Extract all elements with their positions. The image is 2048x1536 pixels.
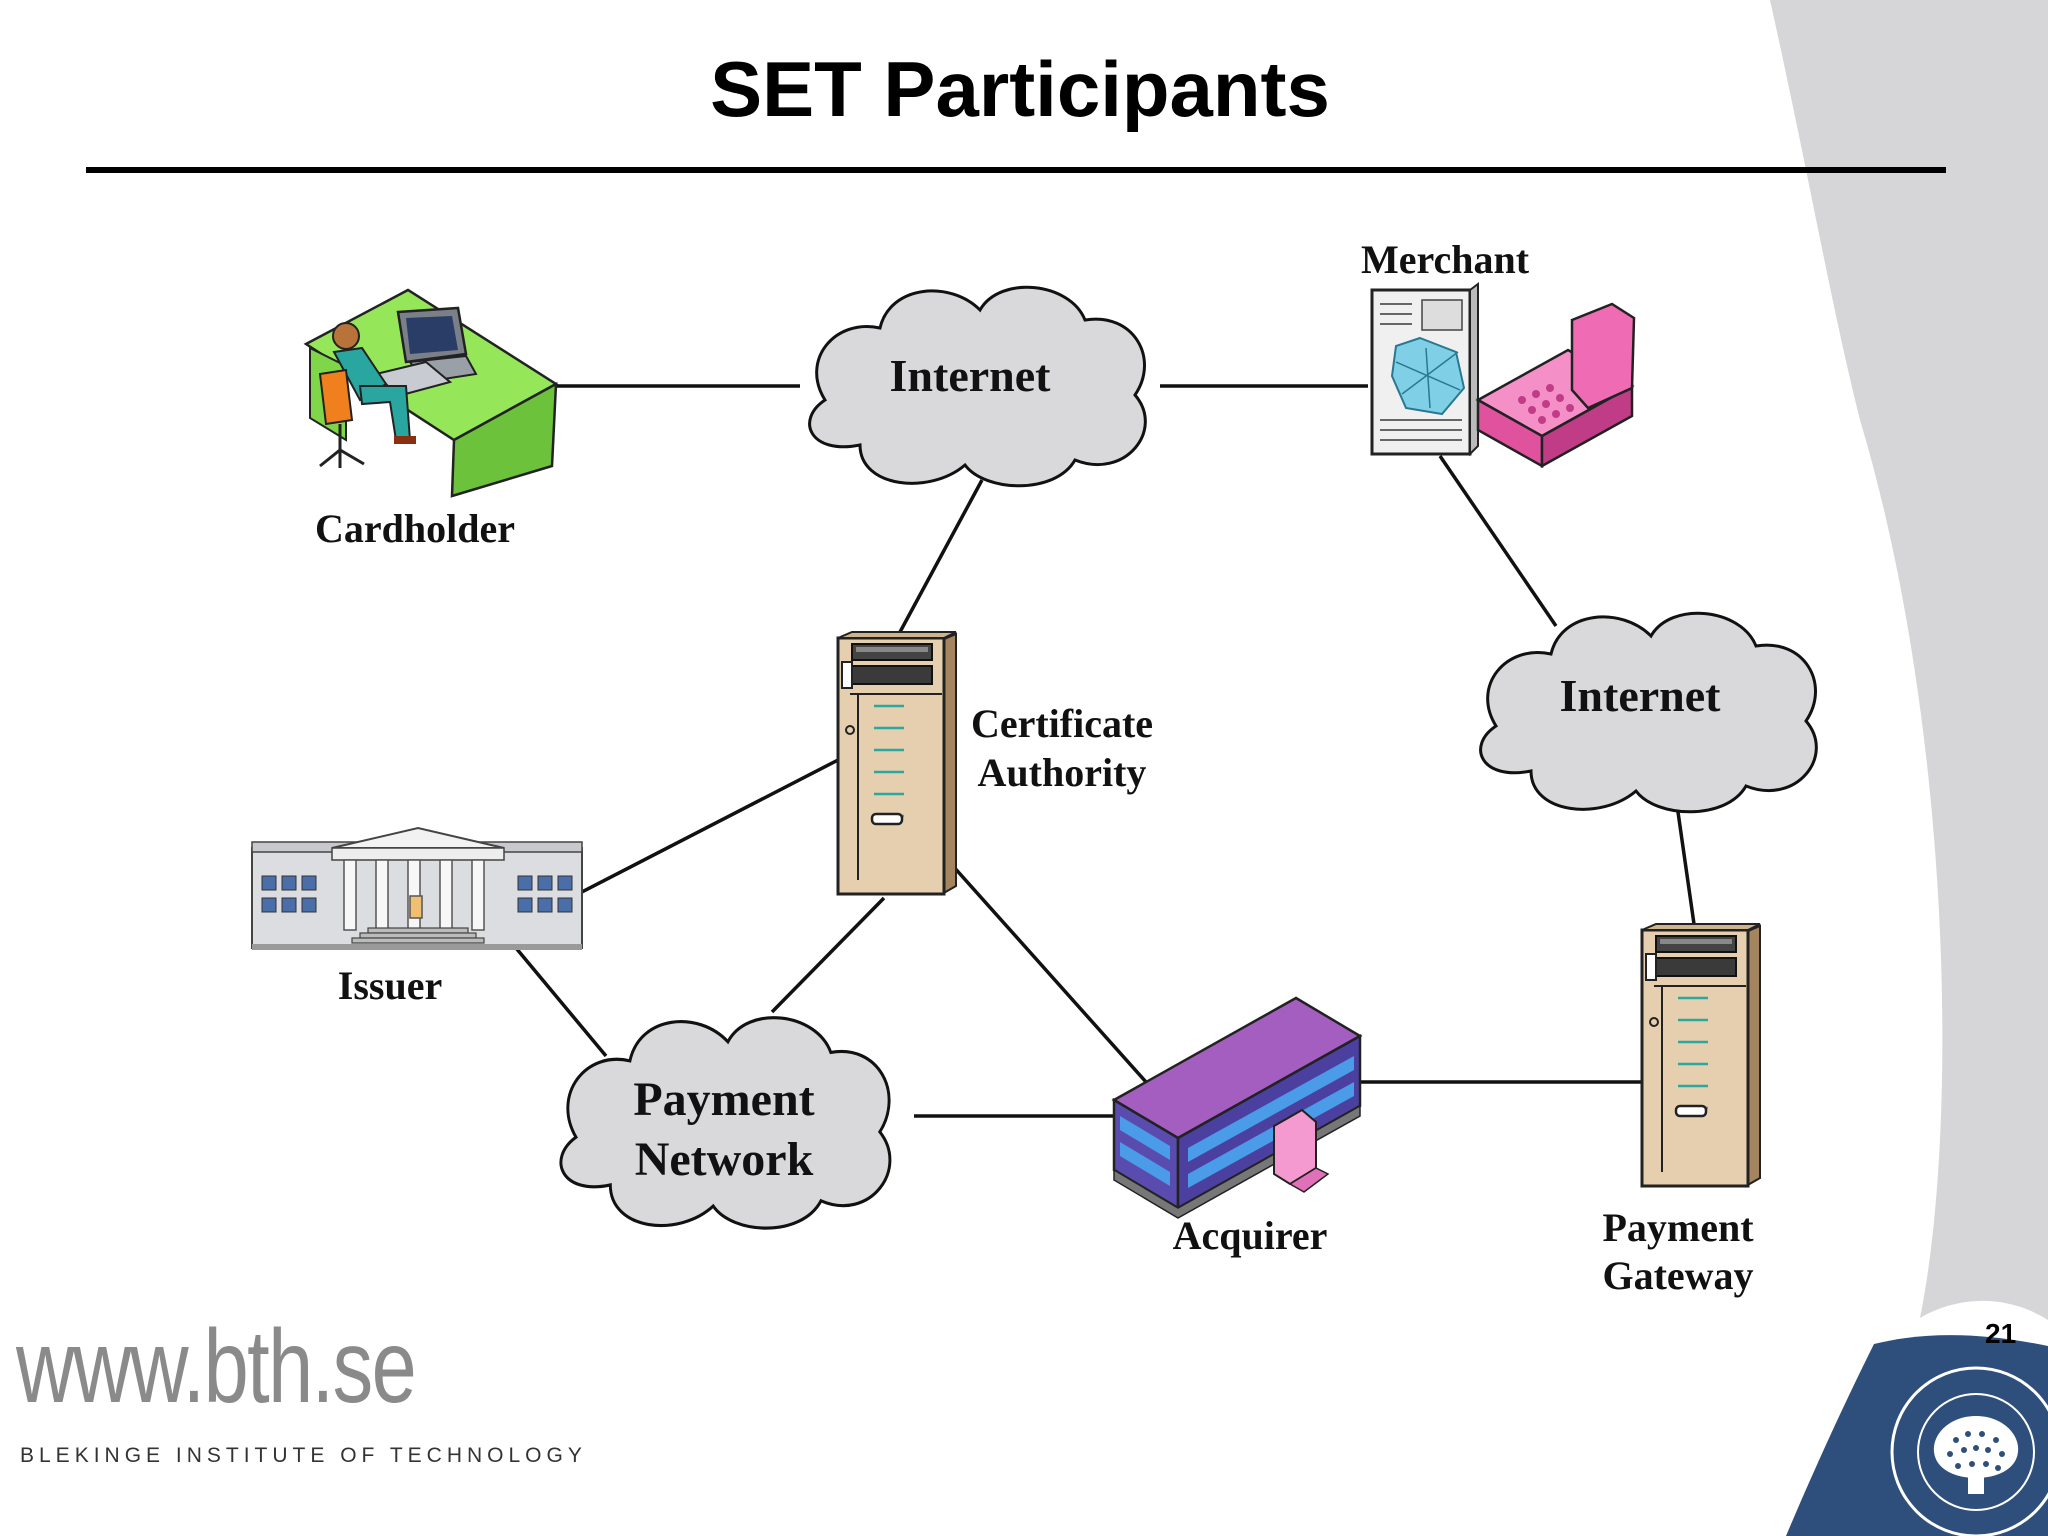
certificate-authority-line2: Authority <box>977 749 1147 795</box>
bth-seal-logo <box>1786 1335 2048 1536</box>
payment-gateway-line2: Gateway <box>1602 1253 1754 1298</box>
edge-ca-issuer <box>577 758 839 896</box>
payment-gateway-line1: Payment <box>1602 1205 1754 1250</box>
payment-network-line2: Network <box>634 1132 814 1186</box>
issuer-label: Issuer <box>337 963 443 1008</box>
merchant-register-icon <box>1370 282 1636 469</box>
payment-gateway-label: Payment Gateway <box>1568 1204 1788 1300</box>
server-tower-icon <box>1640 922 1762 1188</box>
certificate-authority-label: Certificate Authority <box>950 700 1174 798</box>
title-divider <box>86 167 1946 173</box>
acquirer-label: Acquirer <box>1172 1213 1328 1258</box>
internet-right-label: Internet <box>1559 670 1721 721</box>
edge-issuer-paymentnet <box>514 946 608 1058</box>
edge-ca-paymentnet <box>770 896 886 1014</box>
page-number: 21 <box>1985 1318 2017 1349</box>
connections <box>514 384 1696 1118</box>
payment-network-line1: Payment <box>633 1073 815 1126</box>
institute-name: BLEKINGE INSTITUTE OF TECHNOLOGY <box>20 1444 587 1467</box>
edge-ca-acquirer <box>942 854 1148 1084</box>
certificate-authority-line1: Certificate <box>970 701 1154 746</box>
brand-url: www.bth.se <box>16 1309 417 1425</box>
office-building-icon <box>1111 996 1363 1219</box>
cardholder-desk-icon <box>303 288 559 498</box>
cardholder-label: Cardholder <box>315 506 515 551</box>
merchant-label: Merchant <box>1360 237 1530 282</box>
bank-building-icon <box>251 826 583 950</box>
edge-merchant-internet <box>1438 455 1558 627</box>
background-swoosh <box>1770 0 2048 1320</box>
payment-network-label: Payment Network <box>604 1070 844 1189</box>
server-tower-icon <box>836 630 958 896</box>
edge-internet-gateway <box>1674 797 1696 925</box>
edge-internet-ca <box>898 479 984 633</box>
internet-top-label: Internet <box>889 350 1051 401</box>
slide-title: SET Participants <box>710 45 1330 133</box>
